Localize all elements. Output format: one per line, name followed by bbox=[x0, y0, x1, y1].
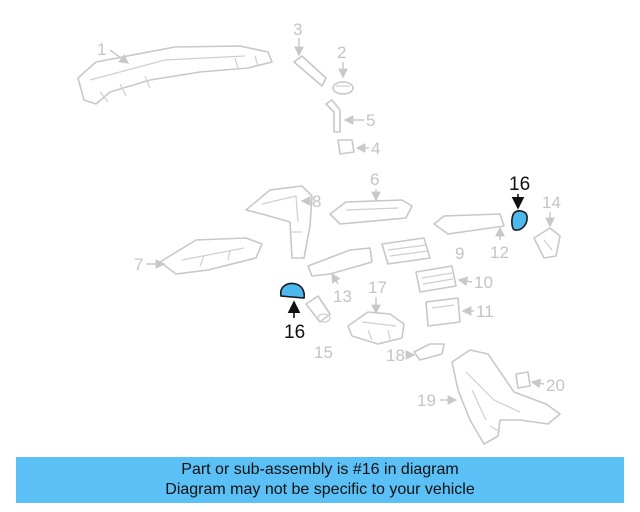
part-3: 3 bbox=[293, 20, 327, 87]
part-18: 18 bbox=[386, 343, 445, 365]
callout-16-right: 16 bbox=[509, 174, 530, 195]
part-12: 12 bbox=[490, 226, 509, 262]
callout-5: 5 bbox=[366, 111, 375, 130]
part-14: 14 bbox=[533, 193, 561, 259]
callout-17: 17 bbox=[368, 278, 387, 297]
part-5: 5 bbox=[325, 99, 375, 133]
part-11: 11 bbox=[425, 297, 494, 327]
info-banner: Part or sub-assembly is #16 in diagram D… bbox=[16, 457, 624, 503]
part-16-right-seal bbox=[511, 210, 528, 231]
part-10: 10 bbox=[415, 265, 493, 293]
callout-14: 14 bbox=[542, 193, 561, 212]
callout-19: 19 bbox=[417, 391, 436, 410]
callout-9: 9 bbox=[455, 244, 464, 263]
callout-15: 15 bbox=[314, 343, 333, 362]
callout-20: 20 bbox=[546, 376, 565, 395]
part-16-highlighted: 16 16 bbox=[279, 174, 530, 343]
part-20: 20 bbox=[515, 371, 565, 395]
callout-2: 2 bbox=[337, 43, 346, 62]
callout-18: 18 bbox=[386, 346, 405, 365]
part-8: 8 bbox=[245, 185, 321, 259]
part-15: 15 bbox=[305, 295, 333, 362]
callout-16-left: 16 bbox=[284, 322, 305, 343]
banner-line-part-info: Part or sub-assembly is #16 in diagram bbox=[181, 461, 459, 478]
part-13: 13 bbox=[307, 247, 373, 306]
callout-8: 8 bbox=[312, 192, 321, 211]
callout-4: 4 bbox=[371, 139, 380, 158]
part-4: 4 bbox=[337, 139, 380, 158]
part-7: 7 bbox=[134, 237, 263, 275]
part-6: 6 bbox=[329, 170, 413, 225]
part-19: 19 bbox=[417, 349, 561, 445]
callout-6: 6 bbox=[370, 170, 379, 189]
callout-7: 7 bbox=[134, 255, 143, 274]
part-9: 9 bbox=[381, 213, 505, 265]
callout-10: 10 bbox=[474, 273, 493, 292]
banner-line-disclaimer: Diagram may not be specific to your vehi… bbox=[165, 481, 475, 498]
part-2: 2 bbox=[332, 43, 354, 95]
callout-13: 13 bbox=[333, 287, 352, 306]
part-1-dash-duct: 1 bbox=[77, 40, 273, 105]
part-17: 17 bbox=[347, 278, 405, 345]
callout-11: 11 bbox=[476, 302, 494, 321]
part-16-left-seal bbox=[279, 282, 306, 299]
parts-diagram: 1 3 2 5 4 8 6 bbox=[77, 20, 565, 445]
callout-1: 1 bbox=[97, 40, 106, 59]
callout-3: 3 bbox=[293, 20, 302, 39]
callout-12: 12 bbox=[490, 243, 509, 262]
